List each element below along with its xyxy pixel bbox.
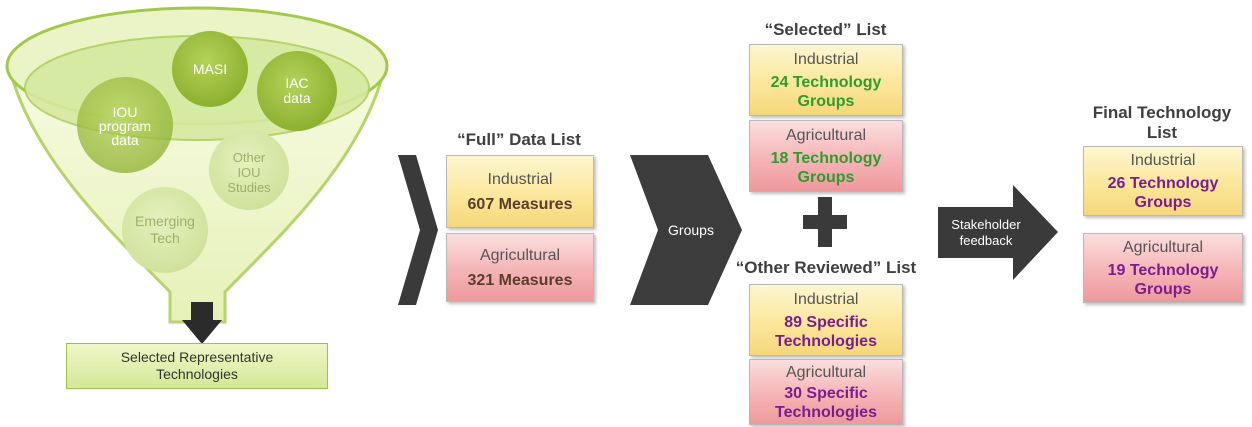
down-arrow-icon [182, 302, 222, 344]
selected-list-agricultural-box: Agricultural 18 Technology Groups [749, 120, 903, 192]
bubble-iou-program [77, 77, 173, 173]
bubble-label-iac: IAC data [283, 75, 311, 106]
final-list-agricultural-value: 19 Technology Groups [1107, 261, 1219, 298]
selected-list-industrial-value: 24 Technology Groups [770, 73, 882, 110]
selected-list-industrial-box: Industrial 24 Technology Groups [749, 44, 903, 116]
bubble-label-emerging: Emerging Tech [135, 213, 195, 246]
full-list-industrial-box: Industrial 607 Measures [446, 155, 594, 228]
groups-arrow-shape [630, 155, 742, 305]
final-list-agricultural-category: Agricultural [1122, 238, 1204, 256]
final-list-heading: Final Technology List [1092, 103, 1232, 142]
full-list-industrial-category: Industrial [487, 170, 553, 188]
bubble-label-other-iou: Other IOU Studies [227, 150, 271, 195]
bubble-other-iou [209, 130, 289, 210]
full-list-agricultural-category: Agricultural [479, 246, 561, 264]
bubble-masi [172, 31, 248, 107]
final-list-industrial-category: Industrial [1130, 151, 1196, 169]
full-list-heading: “Full” Data List [457, 130, 581, 149]
funnel-graphic [5, 6, 389, 324]
output-label: Selected Representative Technologies [120, 349, 274, 382]
selected-list-agricultural-category: Agricultural [785, 126, 867, 144]
bubble-label-iou-program: IOU program data [98, 104, 152, 148]
other-list-industrial-category: Industrial [793, 290, 859, 308]
other-list-industrial-box: Industrial 89 Specific Technologies [749, 284, 903, 356]
selected-list-industrial-category: Industrial [793, 50, 859, 68]
other-list-agricultural-category: Agricultural [785, 363, 867, 381]
groups-arrow-label: Groups [668, 222, 714, 238]
selected-list-agricultural-value: 18 Technology Groups [770, 149, 882, 186]
bubble-emerging [122, 187, 208, 273]
other-list-agricultural-value: 30 Specific Technologies [775, 384, 877, 421]
stakeholder-arrow-label: Stakeholder feedback [951, 217, 1021, 248]
final-list-industrial-box: Industrial 26 Technology Groups [1083, 146, 1243, 216]
other-list-agricultural-box: Agricultural 30 Specific Technologies [749, 359, 903, 425]
other-list-heading: “Other Reviewed” List [735, 258, 917, 277]
bubble-label-masi: MASI [192, 61, 228, 77]
plus-icon [803, 197, 847, 247]
other-list-industrial-value: 89 Specific Technologies [775, 313, 877, 350]
final-list-agricultural-box: Agricultural 19 Technology Groups [1083, 233, 1243, 303]
full-list-industrial-value: 607 Measures [467, 195, 573, 213]
full-list-agricultural-value: 321 Measures [467, 271, 573, 289]
bubble-iac [257, 51, 337, 131]
stakeholder-arrow-shape [938, 185, 1058, 280]
selected-representative-technologies-box: Selected Representative Technologies [66, 343, 328, 389]
final-list-industrial-value: 26 Technology Groups [1107, 174, 1219, 211]
selected-list-heading: “Selected” List [764, 20, 887, 39]
chevron-right-icon [398, 155, 438, 305]
full-list-agricultural-box: Agricultural 321 Measures [446, 233, 594, 302]
